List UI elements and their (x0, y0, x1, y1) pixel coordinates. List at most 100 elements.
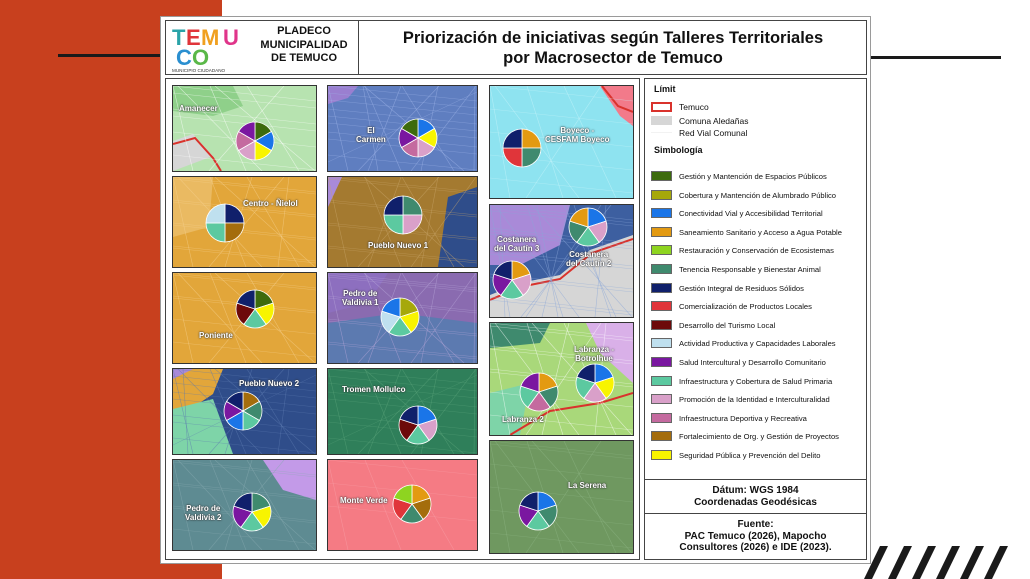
title-line-1: Priorización de iniciativas según Taller… (402, 29, 824, 47)
pie-slice-residuos (233, 492, 253, 513)
map-background (490, 205, 633, 317)
macrosector-label: Costanera del Cautín 2 (566, 250, 612, 268)
pie-slice-residuos (224, 203, 245, 224)
macrosector-map-panel: Centro - Ñielol (172, 176, 317, 268)
source-line-2: PAC Temuco (2026), Mapocho (684, 530, 827, 542)
temuco-logo: T E M U C O MUNICIPIO CIUDADANO (172, 25, 239, 73)
pie-slice-residuos (576, 363, 596, 384)
pie-slice-residuos (383, 195, 404, 216)
pie-slice-identidad (402, 214, 423, 235)
logo-subtext: MUNICIPIO CIUDADANO (172, 68, 226, 73)
svg-text:O: O (192, 45, 209, 70)
pie-slice-tenencia (521, 147, 542, 168)
svg-text:E: E (186, 25, 201, 50)
pie-slice-saludinter (520, 372, 540, 393)
macrosector-label: Pueblo Nuevo 1 (368, 241, 429, 250)
legend-item-label: Saneamiento Sanitario y Acceso a Agua Po… (679, 227, 842, 237)
legend-limit-label: Red Vial Comunal (679, 128, 748, 138)
macrosector-map-panel: Pedro de Valdivia 1 (327, 272, 478, 364)
svg-text:U: U (223, 25, 239, 50)
neighbor-commune-swatch (651, 116, 672, 125)
legend-item-label: Promoción de la Identidad e Intercultura… (679, 395, 830, 405)
macrosector-label: La Serena (568, 481, 607, 490)
map-background (490, 86, 633, 198)
macrosector-label: Monte Verde (340, 496, 388, 505)
svg-text:M: M (201, 25, 219, 50)
map-background (328, 273, 477, 363)
poster-title: Priorización de iniciativas según Taller… (359, 28, 867, 68)
pie-slice-conectividad (381, 297, 401, 318)
macrosector-map-panel: Tromen Mollulco (327, 368, 478, 455)
legend-item-label: Comercialización de Productos Locales (679, 302, 812, 312)
svg-text:T: T (172, 25, 186, 50)
datum-line-2: Coordenadas Geodésicas (694, 497, 817, 508)
pie-slice-saludprim (383, 214, 404, 235)
pie-slice-residuos (226, 391, 244, 412)
macrosector-label: Labranza - Botrolhue (574, 345, 615, 363)
map-background (328, 460, 477, 550)
map-background (328, 86, 477, 171)
macrosector-map-panel: Costanera del Cautín 3 Costanera del Caut… (489, 204, 634, 318)
road-network-swatch (651, 132, 672, 133)
macrosector-map-panel: La Serena (489, 440, 634, 554)
legend-item-label: Gestión y Mantención de Espacios Público… (679, 172, 827, 181)
svg-text:C: C (176, 45, 192, 70)
legend-item-label: Actividad Productiva y Capacidades Labor… (679, 339, 836, 349)
legend-swatch (651, 208, 672, 219)
macrosector-label: Pueblo Nuevo 2 (239, 379, 300, 388)
legend-swatch (651, 245, 672, 256)
legend-swatch (651, 412, 672, 423)
macrosector-label: Centro - Ñielol (243, 199, 298, 208)
title-line-2: por Macrosector de Temuco (503, 49, 723, 67)
macrosector-label: Amanecer (179, 104, 218, 113)
macrosector-label: Tromen Mollulco (342, 385, 406, 394)
macrosector-map-panel: Pueblo Nuevo 2 (172, 368, 317, 455)
macrosector-label: El Carmen (356, 126, 386, 144)
temuco-boundary-swatch (651, 102, 672, 112)
pie-slice-comercializacion (502, 147, 523, 168)
legend-item-label: Desarrollo del Turismo Local (679, 320, 776, 330)
macrosector-label: Costanera del Cautín 3 (494, 235, 540, 253)
pie-slice-actividad (205, 203, 226, 224)
legend-swatch (651, 450, 672, 460)
legend-swatch (651, 301, 672, 312)
slash-stripes-decoration (864, 546, 1008, 579)
pie-slice-residuos (502, 128, 523, 149)
macrosector-map-panel: Labranza 2 Labranza - Botrolhue (489, 322, 634, 436)
pie-slice-saludinter (238, 121, 256, 142)
macrosector-label: Poniente (199, 331, 233, 340)
pie-slice-restauracion (393, 484, 413, 505)
pie-slice-fortalecimiento (224, 222, 245, 243)
legend-swatch (651, 357, 672, 367)
legend-item-label: Fortalecimiento de Org. y Gestión de Pro… (679, 432, 839, 442)
legend-item-label: Infraestructura Deportiva y Recreativa (679, 413, 807, 423)
legend-item-label: Cobertura y Mantención de Alumbrado Públ… (679, 190, 837, 200)
macrosector-map-panel: Poniente (172, 272, 317, 364)
map-background (173, 86, 316, 171)
legend-panel: Límit Temuco Comuna Aledañas Red Vial Co… (644, 78, 867, 560)
legend-limit-label: Comuna Aledañas (679, 116, 749, 126)
pie-slice-saneamiento (569, 207, 589, 228)
legend-swatch (651, 431, 672, 442)
pie-slice-gestion (401, 118, 419, 139)
macrosector-map-panel: Amanecer (172, 85, 317, 172)
poster-header: T E M U C O MUNICIPIO CIUDADANO PLADECO … (165, 20, 867, 75)
legend-item-label: Gestión Integral de Residuos Sólidos (679, 283, 804, 293)
source-box: Fuente: PAC Temuco (2026), Mapocho Consu… (645, 513, 866, 560)
legend-swatch (651, 338, 672, 349)
legend-item-label: Salud Intercultural y Desarrollo Comunit… (679, 358, 826, 367)
legend-swatch (651, 226, 672, 237)
pie-slice-residuos (399, 405, 419, 426)
org-line-2: MUNICIPALIDAD (260, 38, 348, 51)
macrosector-map-panel: Pueblo Nuevo 1 (327, 176, 478, 268)
legend-swatch (651, 264, 672, 274)
macrosector-label: Labranza 2 (502, 415, 544, 424)
limit-title: Límit (654, 84, 676, 94)
macrosector-map-panel: Pedro de Valdivia 2 (172, 459, 317, 551)
legend-swatch (651, 394, 672, 405)
legend-swatch (651, 319, 672, 330)
pie-slice-tenencia (402, 195, 423, 216)
legend-limit-label: Temuco (679, 102, 709, 112)
datum-line-1: Dátum: WGS 1984 (712, 485, 799, 496)
